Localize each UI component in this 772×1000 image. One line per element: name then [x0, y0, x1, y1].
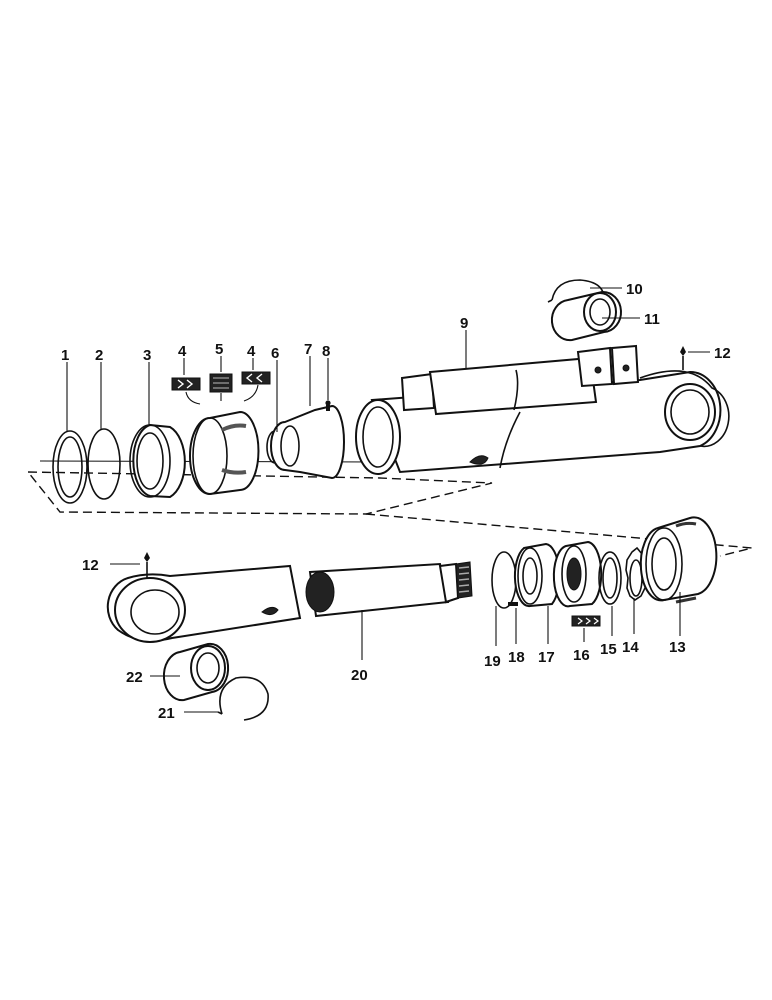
part-12-grease-fitting-top	[680, 346, 686, 370]
label-part-4-left: 4	[178, 343, 187, 360]
part-9-barrel	[355, 344, 730, 475]
part-labels: 1 2 3 4 5 4 6 7 8 9 10 11 12 12 13 14 15…	[61, 281, 731, 722]
part-5-seal-center	[209, 373, 233, 393]
part-8-set-screw	[325, 400, 331, 411]
label-part-4-right: 4	[247, 343, 256, 360]
part-12-grease-fitting-bottom	[144, 552, 150, 578]
label-part-9: 9	[460, 315, 468, 332]
label-part-14: 14	[622, 639, 639, 656]
rod-eye	[106, 564, 302, 643]
part-1-o-ring	[52, 430, 88, 504]
label-part-13: 13	[669, 639, 686, 656]
part-4-seal-right	[241, 371, 271, 385]
part-19-o-ring	[491, 551, 517, 609]
part-13-gland-nut	[639, 516, 718, 604]
label-part-22: 22	[126, 669, 143, 686]
label-part-1: 1	[61, 347, 69, 364]
part-16-piston	[552, 540, 603, 608]
part-21-snap-ring	[217, 676, 269, 721]
piston	[189, 410, 260, 496]
label-part-5: 5	[215, 341, 223, 358]
label-part-11: 11	[644, 311, 660, 328]
part-16-seal-strip	[571, 615, 601, 627]
label-part-18: 18	[508, 649, 525, 666]
part-2-backup-ring	[87, 428, 121, 500]
part-7-head	[270, 404, 345, 480]
label-part-19: 19	[484, 653, 501, 670]
part-11-bushing	[550, 290, 623, 342]
label-part-2: 2	[95, 347, 103, 364]
label-part-7: 7	[304, 341, 312, 358]
label-part-3: 3	[143, 347, 151, 364]
leader-lines	[66, 287, 710, 713]
part-17-spacer	[513, 542, 561, 608]
label-part-6: 6	[271, 345, 279, 362]
label-part-16: 16	[573, 647, 590, 664]
label-part-17: 17	[538, 649, 555, 666]
label-part-20: 20	[351, 667, 368, 684]
part-15-washer	[598, 551, 622, 605]
label-part-12-top: 12	[714, 345, 731, 362]
label-part-8: 8	[322, 343, 330, 360]
label-part-10: 10	[626, 281, 643, 298]
part-3-gland-ring	[129, 423, 186, 499]
label-part-12-bottom: 12	[82, 557, 99, 574]
part-22-bushing	[162, 642, 230, 702]
part-4-seal-left	[171, 377, 201, 391]
part-20-rod	[305, 561, 473, 618]
label-part-21: 21	[158, 705, 175, 722]
label-part-15: 15	[600, 641, 617, 658]
part-18-pin	[508, 602, 518, 606]
